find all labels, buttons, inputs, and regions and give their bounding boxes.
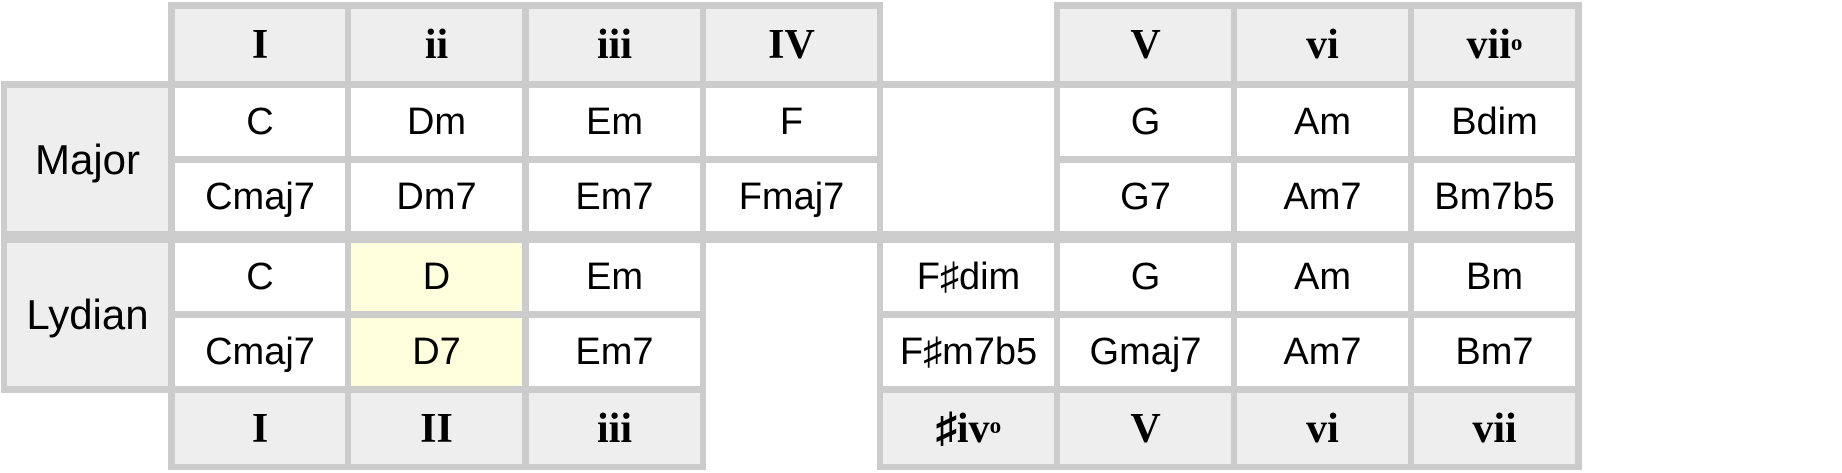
major-seventh-IV: Fmaj7 xyxy=(706,163,877,231)
footer-blank-IV xyxy=(706,386,877,473)
lydian-triad-vi: Am xyxy=(1237,243,1408,311)
major-triad-iii: Em xyxy=(529,88,700,156)
major-seventh-iii: Em7 xyxy=(529,163,700,231)
lydian-triad-II-highlighted: D xyxy=(351,243,522,311)
lydian-seventh-vii: Bm7 xyxy=(1414,318,1575,386)
major-seventh-ii: Dm7 xyxy=(351,163,522,231)
lydian-triad-V: G xyxy=(1060,243,1231,311)
blank-corner xyxy=(0,0,168,81)
header-degree-I: I xyxy=(175,9,345,81)
lydian-empty-IV xyxy=(706,243,877,386)
header-degree-ii: ii xyxy=(351,9,522,81)
lydian-seventh-II-highlighted: D7 xyxy=(351,318,522,386)
lydian-seventh-I: Cmaj7 xyxy=(175,318,345,386)
lydian-triad-I: C xyxy=(175,243,345,311)
lydian-seventh-sharp-iv: F♯m7b5 xyxy=(883,318,1054,386)
header-degree-vi: vi xyxy=(1237,9,1408,81)
lydian-triad-vii: Bm xyxy=(1414,243,1575,311)
header-degree-V: V xyxy=(1060,9,1231,81)
major-triad-ii: Dm xyxy=(351,88,522,156)
header-degree-IV: IV xyxy=(706,9,877,81)
major-triad-IV: F xyxy=(706,88,877,156)
footer-degree-I: I xyxy=(175,393,345,464)
lydian-triad-iii: Em xyxy=(529,243,700,311)
major-empty-sharp-iv xyxy=(883,88,1054,231)
major-triad-vii: Bdim xyxy=(1414,88,1575,156)
blank-bottom-corner xyxy=(0,393,168,473)
footer-degree-II: II xyxy=(351,393,522,464)
row-label-major: Major xyxy=(7,88,168,231)
major-seventh-vi: Am7 xyxy=(1237,163,1408,231)
footer-degree-vii: vii xyxy=(1414,393,1575,464)
major-seventh-vii: Bm7b5 xyxy=(1414,163,1575,231)
lydian-seventh-iii: Em7 xyxy=(529,318,700,386)
lydian-seventh-vi: Am7 xyxy=(1237,318,1408,386)
header-degree-iii: iii xyxy=(529,9,700,81)
major-seventh-V: G7 xyxy=(1060,163,1231,231)
major-triad-I: C xyxy=(175,88,345,156)
major-triad-V: G xyxy=(1060,88,1231,156)
lydian-seventh-V: Gmaj7 xyxy=(1060,318,1231,386)
major-seventh-I: Cmaj7 xyxy=(175,163,345,231)
row-label-lydian: Lydian xyxy=(7,243,168,386)
footer-degree-vi: vi xyxy=(1237,393,1408,464)
footer-degree-V: V xyxy=(1060,393,1231,464)
footer-degree-iii: iii xyxy=(529,393,700,464)
major-triad-vi: Am xyxy=(1237,88,1408,156)
lydian-triad-sharp-iv: F♯dim xyxy=(883,243,1054,311)
